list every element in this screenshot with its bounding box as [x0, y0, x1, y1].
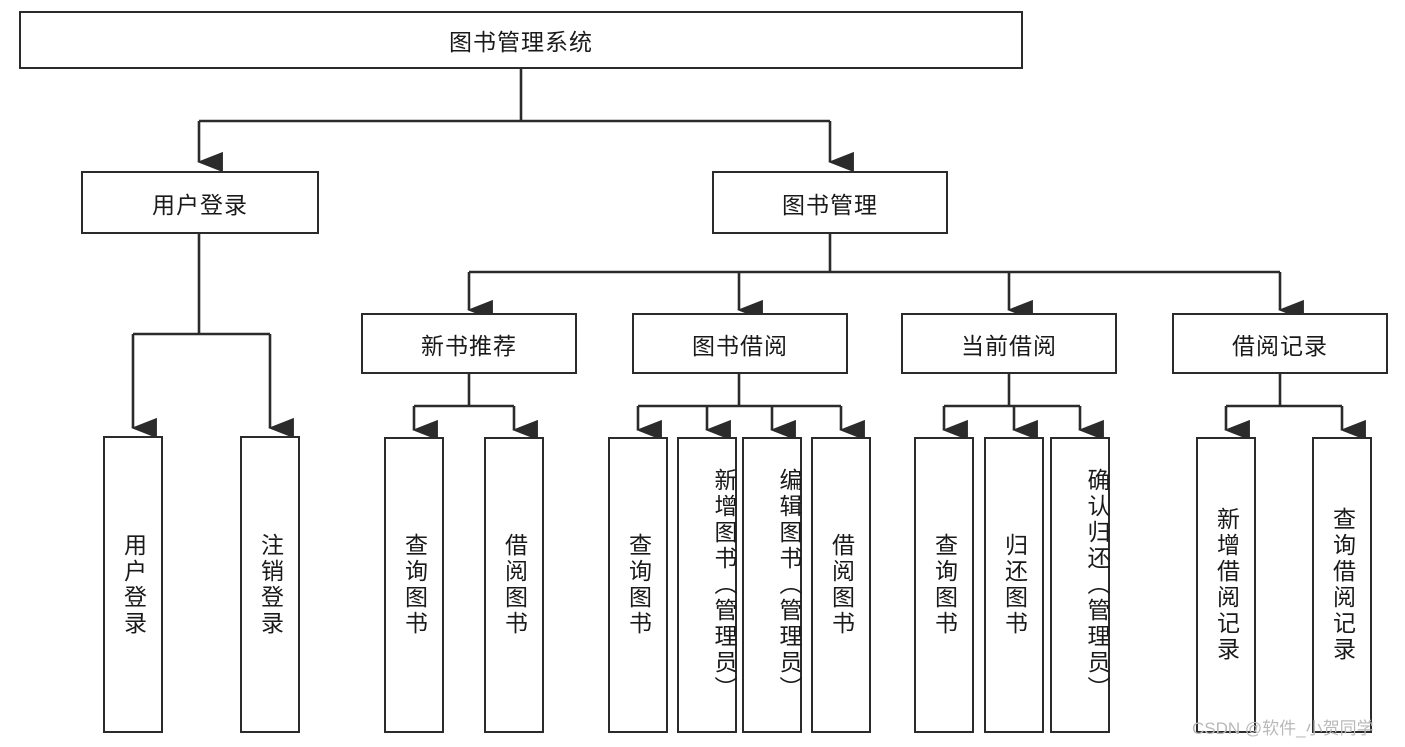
node-current-borrow-label: 当前借阅: [961, 332, 1057, 359]
leaf-add-borrow-record[interactable]: 新增借阅记录: [1196, 437, 1256, 733]
node-book-borrow[interactable]: 图书借阅: [632, 313, 848, 374]
leaf-add-book-admin-label: 新增图书（管理员）: [711, 468, 737, 702]
leaf-user-login-label: 用户登录: [120, 532, 147, 637]
leaf-edit-book-admin[interactable]: 编辑图书（管理员）: [742, 437, 802, 733]
leaf-add-book-admin[interactable]: 新增图书（管理员）: [677, 437, 737, 733]
node-book-manage-label: 图书管理: [782, 191, 878, 218]
csdn-watermark: CSDN @软件_小贺同学: [1192, 719, 1374, 738]
node-current-borrow[interactable]: 当前借阅: [901, 313, 1117, 374]
node-root[interactable]: 图书管理系统: [19, 11, 1023, 69]
leaf-query-book-2[interactable]: 查询图书: [608, 437, 668, 733]
node-book-borrow-label: 图书借阅: [692, 332, 788, 359]
leaf-return-book[interactable]: 归还图书: [984, 437, 1044, 733]
leaf-logout-login-label: 注销登录: [257, 532, 284, 637]
node-new-book-recommend[interactable]: 新书推荐: [361, 313, 577, 374]
leaf-confirm-return-admin-label: 确认归还（管理员）: [1084, 468, 1110, 702]
leaf-borrow-book-1-label: 借阅图书: [501, 533, 528, 637]
leaf-query-borrow-record-label: 查询借阅记录: [1329, 507, 1356, 663]
leaf-query-book-1-label: 查询图书: [401, 533, 428, 637]
leaf-query-book-1[interactable]: 查询图书: [384, 437, 444, 733]
leaf-user-login[interactable]: 用户登录: [103, 436, 163, 733]
leaf-query-book-3[interactable]: 查询图书: [914, 437, 974, 733]
leaf-borrow-book-2[interactable]: 借阅图书: [811, 437, 871, 733]
leaf-confirm-return-admin[interactable]: 确认归还（管理员）: [1050, 437, 1110, 733]
leaf-edit-book-admin-label: 编辑图书（管理员）: [776, 468, 802, 702]
leaf-add-borrow-record-label: 新增借阅记录: [1213, 507, 1240, 663]
leaf-query-book-3-label: 查询图书: [931, 533, 958, 637]
leaf-query-borrow-record[interactable]: 查询借阅记录: [1312, 437, 1372, 733]
leaf-logout-login[interactable]: 注销登录: [240, 436, 300, 733]
node-borrow-record[interactable]: 借阅记录: [1172, 313, 1388, 374]
node-root-label: 图书管理系统: [449, 29, 593, 55]
leaf-borrow-book-1[interactable]: 借阅图书: [484, 437, 544, 733]
node-new-book-recommend-label: 新书推荐: [421, 332, 517, 359]
leaf-query-book-2-label: 查询图书: [625, 533, 652, 637]
leaf-return-book-label: 归还图书: [1001, 533, 1028, 637]
node-borrow-record-label: 借阅记录: [1232, 332, 1328, 359]
node-book-manage[interactable]: 图书管理: [712, 171, 948, 234]
node-user-login-label: 用户登录: [152, 191, 248, 218]
node-user-login[interactable]: 用户登录: [81, 171, 319, 234]
leaf-borrow-book-2-label: 借阅图书: [828, 533, 855, 637]
